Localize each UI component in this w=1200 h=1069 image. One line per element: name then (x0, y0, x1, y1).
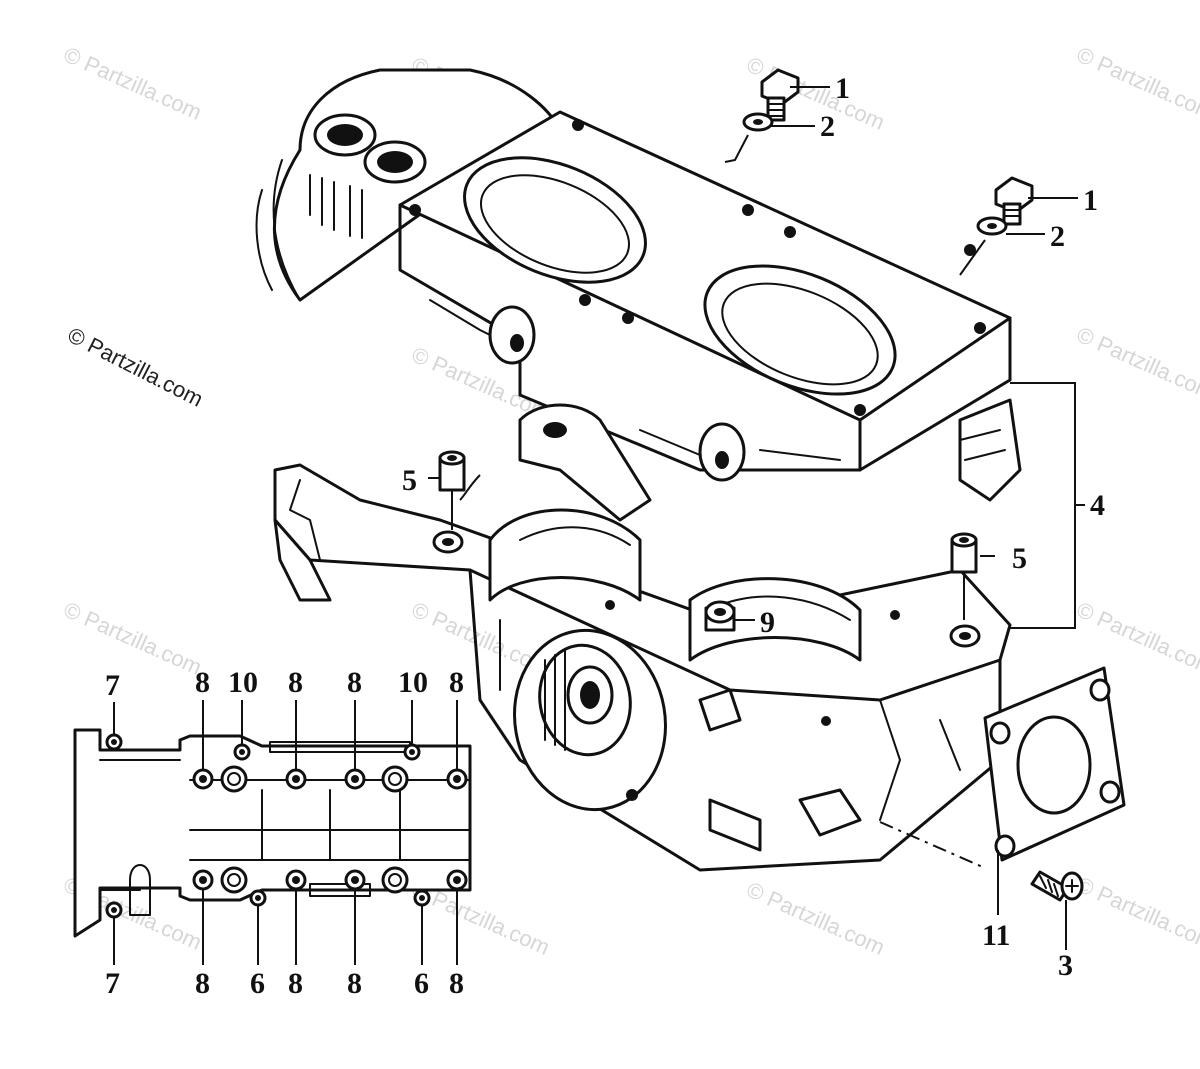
callout-10: 10 (228, 666, 258, 699)
callout-11: 11 (982, 919, 1010, 952)
dowel-pin-5b (950, 532, 978, 574)
callout-1: 1 (835, 72, 850, 105)
collar-9 (704, 600, 736, 632)
bottom-row-holes (105, 866, 468, 919)
callout-2: 2 (820, 110, 835, 143)
callout-6: 6 (414, 967, 429, 1000)
callout-1: 1 (1083, 184, 1098, 217)
top-row-holes (105, 733, 468, 793)
callout-8: 8 (347, 967, 362, 1000)
gasket-11 (983, 666, 1126, 862)
plug-screw-1 (760, 68, 800, 122)
watermark: © Partzilla.com (60, 42, 206, 125)
leader-lines (113, 86, 1085, 965)
callout-4: 4 (1090, 489, 1105, 522)
callout-6: 6 (250, 967, 265, 1000)
watermark: © Partzilla.com (1073, 597, 1200, 680)
callout-8: 8 (347, 666, 362, 699)
callout-7: 7 (105, 967, 120, 1000)
plug-screw-1b (994, 176, 1034, 226)
callout-7: 7 (105, 669, 120, 702)
callout-5: 5 (1012, 542, 1027, 575)
callout-5: 5 (402, 464, 417, 497)
callout-8: 8 (288, 666, 303, 699)
upper-crankcase (255, 68, 1022, 522)
watermark: © Partzilla.com (1073, 872, 1200, 955)
watermark: © Partzilla.com (60, 597, 206, 680)
callouts: 1 2 1 2 4 5 5 9 11 3 7 8 10 8 8 10 8 7 8… (105, 72, 1105, 1000)
callout-8: 8 (195, 666, 210, 699)
callout-3: 3 (1058, 949, 1073, 982)
watermark: © Partzilla.com (1073, 322, 1200, 405)
screw-3 (1030, 870, 1084, 902)
lower-crankcase (273, 463, 1012, 872)
callout-8: 8 (195, 967, 210, 1000)
washer-2 (742, 112, 774, 132)
watermark-main: © Partzilla.com (64, 322, 207, 412)
washer-2b (976, 216, 1008, 236)
crankcase-bottom-view (73, 728, 472, 938)
callout-8: 8 (449, 967, 464, 1000)
callout-10: 10 (398, 666, 428, 699)
callout-9: 9 (760, 606, 775, 639)
watermark: © Partzilla.com (743, 877, 889, 960)
callout-8: 8 (288, 967, 303, 1000)
dowel-pin-5a (438, 450, 466, 492)
callout-8: 8 (449, 666, 464, 699)
callout-2: 2 (1050, 220, 1065, 253)
watermark: © Partzilla.com (1073, 42, 1200, 125)
